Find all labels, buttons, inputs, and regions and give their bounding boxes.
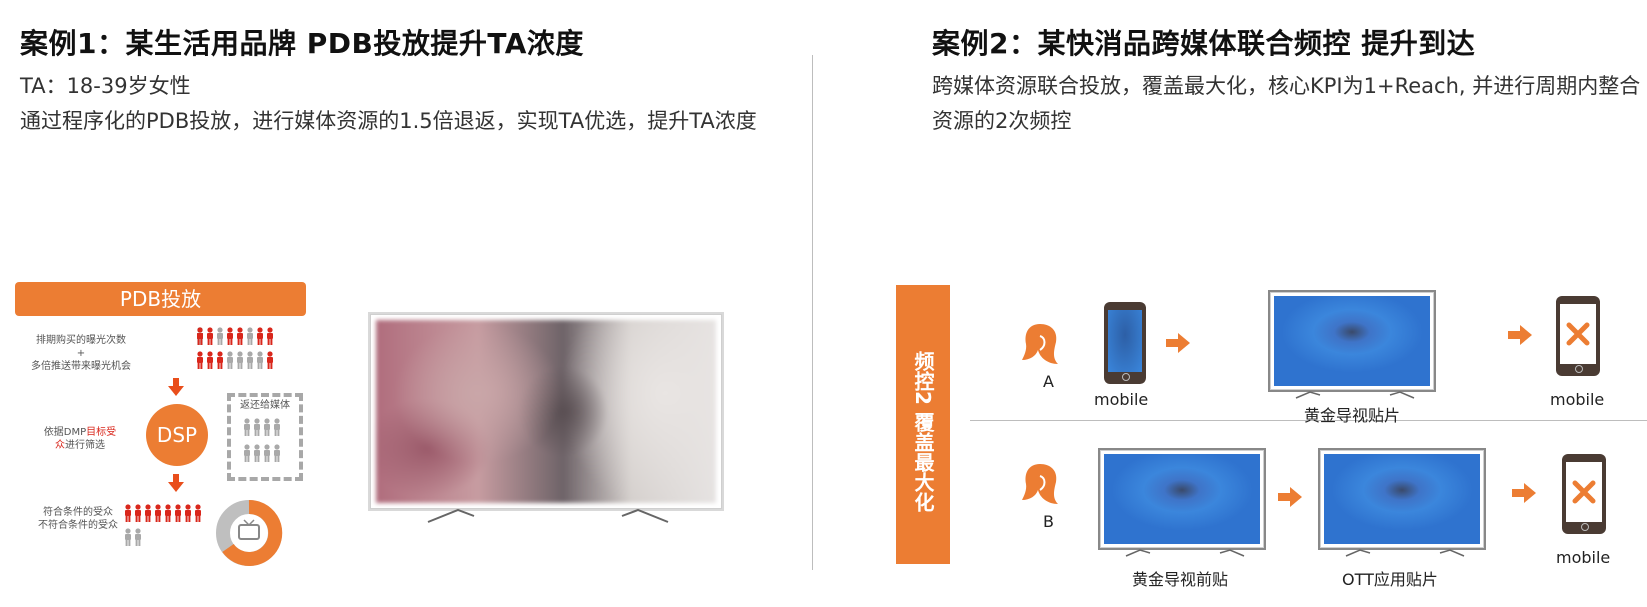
dsp-circle: DSP [146,404,208,466]
tv-stand-icon [1345,549,1465,557]
arrow-right-icon [1512,483,1536,503]
row-b-tv1-label: 黄金导视前贴 [1132,570,1229,589]
mobile-phone-icon [1104,302,1146,384]
tv-stand-icon [1295,391,1415,399]
audience-people-icon [197,327,273,369]
blocked-phone-icon [1562,454,1606,534]
tv-screen [1098,448,1266,550]
band-label: 频控2 覆盖最大化 [911,350,935,512]
down-arrow-icon [168,474,184,492]
dmp-filter-label: 依据DMP目标受 众进行筛选 [43,427,117,451]
center-divider [812,55,813,570]
gray-people-icon [244,418,280,462]
blurred-tv-image [368,312,724,511]
filtered-people-icon [125,504,201,546]
user-a-label: A [1043,372,1054,391]
frequency-band: 频控2 覆盖最大化 [896,285,950,564]
user-head-icon [1022,324,1058,364]
tv-screen [1268,290,1436,392]
tv-donut-icon [216,499,283,566]
tv-stand-icon [427,508,669,523]
row-a-end-label: mobile [1550,390,1605,409]
row-separator [970,420,1647,421]
left-desc-line: 通过程序化的PDB投放，进行媒体资源的1.5倍退返，实现TA优选，提升TA浓度 [20,109,757,133]
blocked-phone-icon [1556,296,1600,376]
right-desc-line1: 跨媒体资源联合投放，覆盖最大化，核心KPI为1+Reach, 并进行周期内整合 [932,74,1641,98]
row-b-end-label: mobile [1556,548,1611,567]
pdb-banner: PDB投放 [15,282,306,316]
row-b-tv2-label: OTT应用贴片 [1342,570,1438,589]
right-title: 案例2：某快消品跨媒体联合频控 提升到达 [932,27,1476,60]
return-label: 返还给媒体 [240,400,290,411]
tv-screen [1318,448,1486,550]
down-arrow-icon [168,378,184,396]
exposure-label: 排期购买的曝光次数 + 多倍推送带来曝光机会 [31,335,131,372]
row-a-phone-label: mobile [1094,390,1149,409]
user-b-label: B [1043,512,1054,531]
arrow-right-icon [1508,325,1532,345]
return-to-media-box: 返还给媒体 [227,393,303,481]
arrow-right-icon [1278,487,1302,507]
user-head-icon [1022,464,1058,504]
qualified-label: 符合条件的受众 不符合条件的受众 [38,507,118,531]
right-desc-line2: 资源的2次频控 [932,109,1072,133]
tv-stand-icon [1125,549,1245,557]
left-title: 案例1：某生活用品牌 PDB投放提升TA浓度 [20,27,584,60]
arrow-right-icon [1166,333,1190,353]
row-a-tv-label: 黄金导视贴片 [1304,406,1401,425]
left-ta-line: TA：18-39岁女性 [20,74,191,98]
